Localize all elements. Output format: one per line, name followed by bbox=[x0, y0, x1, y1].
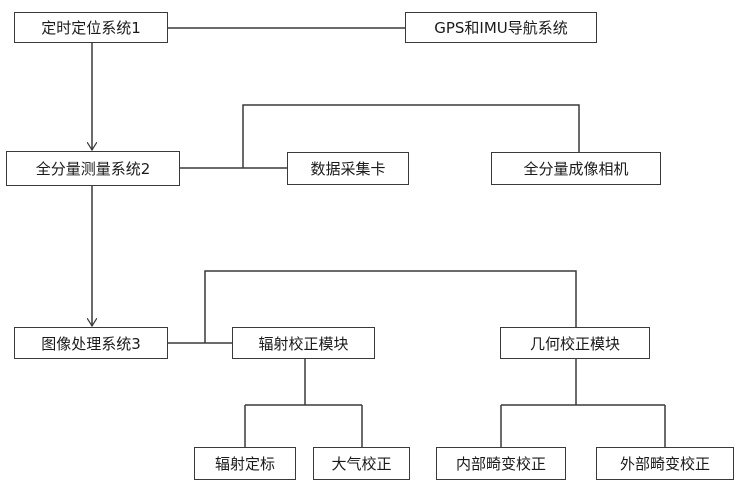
node-data-acquisition-card: 数据采集卡 bbox=[287, 152, 409, 185]
node-atmospheric-correction: 大气校正 bbox=[313, 447, 410, 480]
node-radiometric-module: 辐射校正模块 bbox=[232, 327, 375, 359]
node-image-processing-system: 图像处理系统3 bbox=[14, 327, 168, 359]
node-imaging-camera: 全分量成像相机 bbox=[491, 152, 661, 185]
node-internal-distortion: 内部畸变校正 bbox=[436, 447, 566, 480]
node-measurement-system: 全分量测量系统2 bbox=[6, 151, 180, 186]
node-external-distortion: 外部畸变校正 bbox=[596, 447, 734, 480]
link-bracket-geometric bbox=[204, 270, 577, 343]
node-timing-system: 定时定位系统1 bbox=[14, 12, 168, 43]
node-gps-imu-system: GPS和IMU导航系统 bbox=[405, 12, 597, 43]
node-geometric-module: 几何校正模块 bbox=[500, 327, 650, 359]
node-radiometric-calibration: 辐射定标 bbox=[194, 447, 296, 480]
link-bracket-camera bbox=[242, 104, 580, 168]
